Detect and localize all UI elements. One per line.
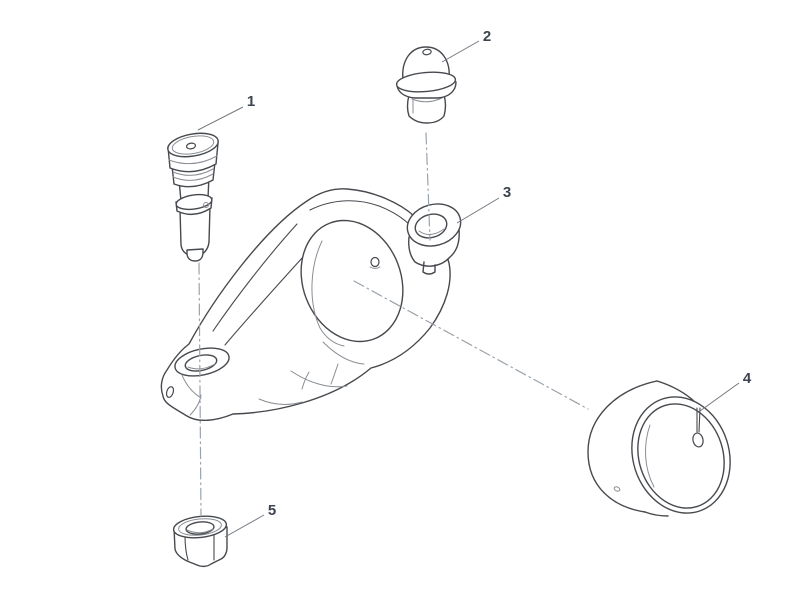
screw-head-groove	[168, 155, 218, 165]
part-hex-nut	[172, 515, 228, 568]
stud-flange-top	[395, 71, 457, 93]
bushing-split-seam	[698, 407, 701, 433]
rib-line	[301, 371, 310, 390]
screw-collar-top	[175, 193, 213, 211]
stud-boss-tab	[422, 261, 436, 275]
screw-boss-cheek	[181, 374, 202, 399]
callout-number-3[interactable]: 3	[503, 184, 511, 201]
rib-line	[330, 363, 339, 385]
screw-ridge	[172, 173, 214, 181]
nut-face-edge	[184, 535, 189, 561]
callout-number-1[interactable]: 1	[247, 93, 255, 110]
screw-tip	[186, 248, 204, 262]
screw-head-hole	[185, 142, 197, 150]
bushing-bottom-edge	[644, 511, 669, 517]
centerline-bore-to-bushing	[353, 280, 589, 410]
part-bushing	[587, 380, 731, 517]
rocker-arm-bore	[300, 219, 404, 343]
screw-detail-dot	[203, 202, 209, 208]
callout-number-2[interactable]: 2	[483, 28, 491, 45]
screw-ridge	[172, 168, 214, 176]
centerline-screw-to-nut	[198, 262, 202, 517]
stud-boss-hole-depth	[418, 228, 445, 235]
part-adjusting-screw	[167, 132, 219, 262]
rocker-arm-rim-edge	[309, 200, 412, 227]
nut-hole-depth	[186, 528, 214, 534]
stud-base-edge	[411, 97, 443, 103]
assembly-centerlines	[198, 132, 589, 517]
leader-line-2	[441, 40, 480, 63]
bushing-top-edge	[656, 380, 696, 403]
rocker-arm-web-edge	[212, 223, 298, 332]
part-rocker-arm	[160, 188, 462, 421]
rib-line	[322, 341, 365, 365]
screw-head-chamfer	[171, 135, 215, 155]
callout-4[interactable]: 4	[699, 370, 752, 412]
bushing-bore-depth	[644, 424, 655, 488]
part-ball-stud	[395, 46, 457, 124]
bushing-far-edge	[587, 380, 658, 513]
rib-line	[258, 398, 303, 405]
bore-depth-edge	[311, 240, 345, 347]
callout-1[interactable]: 1	[197, 93, 255, 131]
leader-line-3	[456, 197, 500, 224]
leader-line-1	[197, 106, 244, 131]
callout-5[interactable]: 5	[224, 502, 276, 538]
bushing-bore	[637, 403, 725, 509]
centerline-stud-to-boss	[425, 132, 431, 241]
rib-line	[290, 370, 348, 388]
callout-number-5[interactable]: 5	[268, 502, 276, 519]
callouts: 1 2 3 4 5	[197, 28, 752, 538]
callout-number-4[interactable]: 4	[743, 370, 752, 387]
bushing-split-notch	[613, 486, 621, 492]
screw-boss-side-hole	[165, 386, 175, 398]
web-oil-hole-shadow	[369, 266, 381, 269]
stud-base	[406, 94, 447, 124]
stud-top-hole	[422, 48, 432, 56]
screw-boss-hole-depth	[187, 363, 216, 370]
leader-line-5	[224, 514, 265, 538]
leader-line-4	[699, 382, 740, 412]
web-oil-hole	[370, 256, 380, 268]
bushing-oil-hole	[692, 432, 704, 448]
nut-chamfer-ring	[178, 518, 222, 536]
callout-2[interactable]: 2	[441, 28, 491, 63]
callout-3[interactable]: 3	[456, 184, 511, 224]
